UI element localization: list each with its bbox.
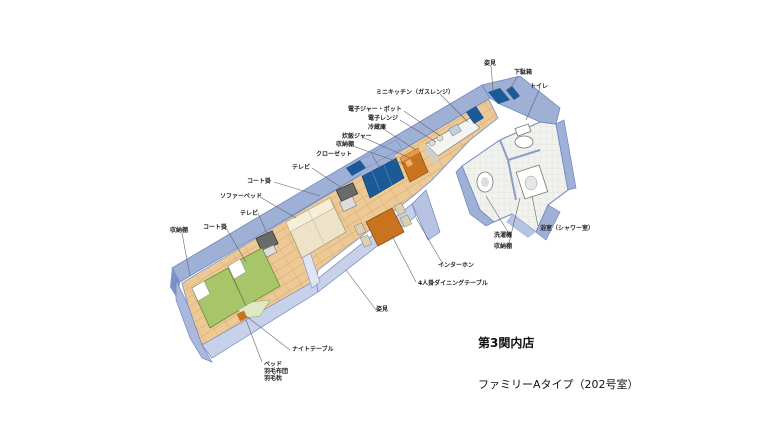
label-toilet: トイレ xyxy=(530,83,549,90)
kitchen-counter xyxy=(425,106,484,166)
label-coat-rack-2: コート掛 xyxy=(203,224,228,231)
label-closet: クローゼット xyxy=(316,151,353,158)
toilet xyxy=(514,123,534,149)
tv-living xyxy=(335,182,359,212)
store-name: 第3関内店 xyxy=(478,336,535,350)
sofa-bed xyxy=(285,197,347,259)
label-kettle: 電子ジャー・ポット xyxy=(348,106,402,113)
label-intercom: インターホン xyxy=(438,262,475,269)
label-tv-1: テレビ xyxy=(292,164,311,171)
bathroom-block xyxy=(455,119,577,241)
label-mini-kitchen: ミニキッチン（ガスレンジ） xyxy=(376,89,455,96)
label-bathroom: 浴室（シャワー室） xyxy=(540,225,595,232)
washroom-fixtures xyxy=(476,164,549,200)
outer-wall-left xyxy=(175,279,213,363)
kitchen-window xyxy=(466,106,484,124)
label-tv-2: テレビ xyxy=(240,210,259,217)
label-sofa-bed: ソファーベッド xyxy=(220,193,263,200)
label-shoe-box: 下駄箱 xyxy=(514,69,533,76)
dining-table xyxy=(353,202,413,248)
entrance-wall xyxy=(481,75,561,125)
plan-type: ファミリーAタイプ（202号室） xyxy=(478,378,639,391)
beds xyxy=(191,247,281,329)
label-rice-cooker: 炊飯ジャー xyxy=(342,133,372,140)
label-fridge: 冷蔵庫 xyxy=(368,124,387,131)
label-coat-rack-1: コート掛 xyxy=(247,178,272,185)
label-window-top: 姿見 xyxy=(484,60,497,67)
label-mirror: 姿見 xyxy=(376,306,389,313)
night-table xyxy=(236,310,248,322)
label-night-table: ナイトテーブル xyxy=(292,346,334,353)
label-bed-set: ベッド 羽毛布団 羽毛枕 xyxy=(264,361,289,382)
label-dining-table: 4人掛ダイニングテーブル xyxy=(418,280,488,287)
label-storage-shelf-2: 収納棚 xyxy=(170,227,189,234)
label-storage-shelf-1: 収納棚 xyxy=(336,141,355,148)
label-microwave: 電子レンジ xyxy=(368,115,399,122)
window-top xyxy=(488,88,510,104)
leader-lines xyxy=(181,65,541,363)
label-storage-shelf-3: 収納棚 xyxy=(494,243,513,250)
label-washer: 洗濯機 xyxy=(494,232,513,239)
